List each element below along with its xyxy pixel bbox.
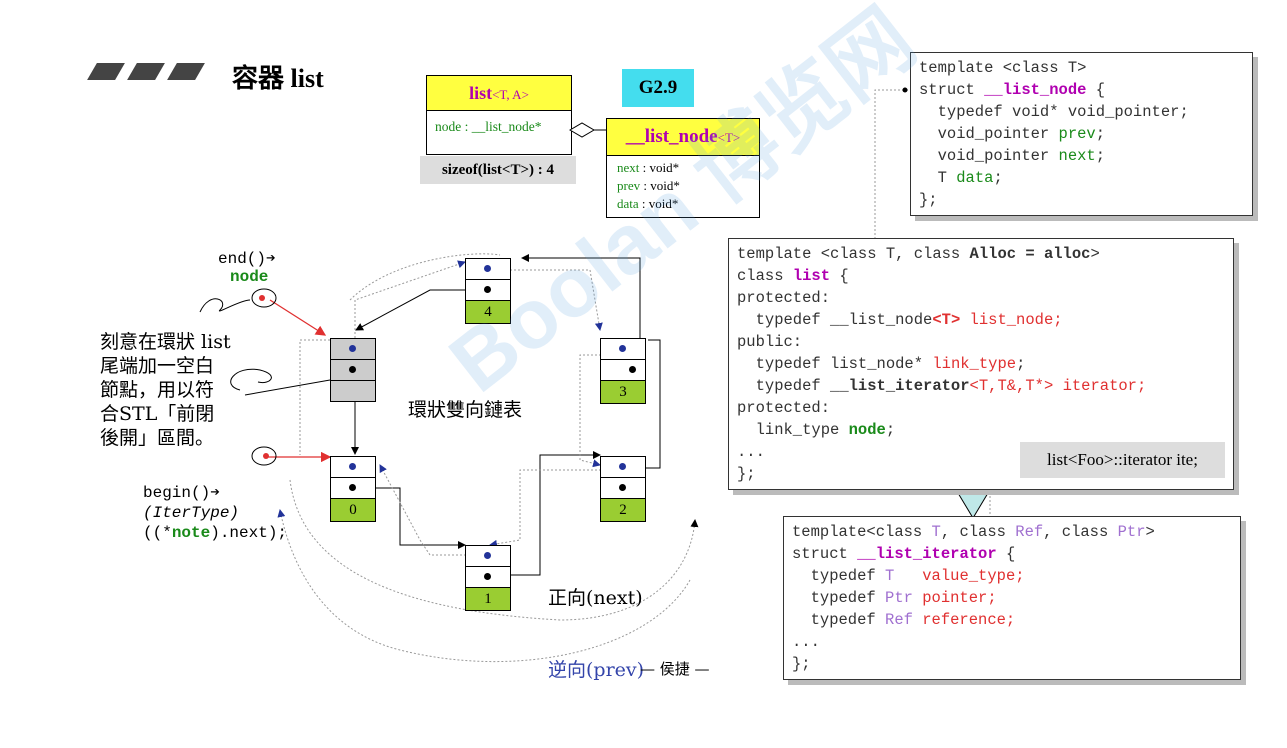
begin-expr: ((*note).next);	[143, 524, 288, 542]
author-label: — 侯捷 —	[640, 660, 710, 678]
note-line: 刻意在環狀 list	[100, 331, 231, 353]
list-node-2: 2	[600, 456, 646, 522]
cloud-icon	[251, 446, 277, 466]
code-list-node: template <class T>struct __list_node { t…	[910, 52, 1253, 216]
node-label: 0	[331, 499, 375, 521]
aggregation-diamond	[569, 122, 595, 138]
node-label: 2	[601, 499, 645, 521]
sizeof-label: sizeof(list<T>) : 4	[420, 156, 576, 184]
sentinel-note: 刻意在環狀 list 尾端加一空白 節點，用以符 合STL「前閉 後開」區間。	[100, 330, 231, 450]
list-node-1: 1	[465, 545, 511, 611]
code-list: template <class T, class Alloc = alloc>c…	[728, 238, 1234, 490]
node-label: 4	[466, 301, 510, 323]
sentinel-node	[330, 338, 376, 402]
end-label: end()➔	[218, 250, 276, 268]
version-badge: G2.9	[622, 69, 694, 107]
list-node-3: 3	[600, 338, 646, 404]
ring-label: 環狀雙向鏈表	[408, 399, 523, 421]
note-line: 節點，用以符	[100, 379, 215, 401]
page-title: 容器 list	[232, 64, 324, 93]
uml-list-class: list<T, A> node : __list_node*	[426, 75, 572, 155]
node-label: 1	[466, 588, 510, 610]
uml-node-class: __list_node<T> next : void* prev : void*…	[606, 118, 760, 218]
forward-label: 正向(next)	[548, 587, 643, 609]
note-line: 合STL「前閉	[100, 403, 215, 425]
note-line: 尾端加一空白	[100, 355, 215, 377]
uml-node-params: <T>	[717, 130, 741, 145]
begin-cast: (IterType)	[143, 504, 240, 522]
uml-list-params: <T, A>	[492, 87, 529, 102]
uml-list-field: node : __list_node*	[435, 119, 542, 134]
code-list-iterator: template<class T, class Ref, class Ptr>s…	[783, 516, 1241, 680]
uml-node-field: next : void*	[617, 160, 680, 175]
backward-label: 逆向(prev)	[548, 659, 645, 681]
begin-expression: begin()➔ (IterType) ((*note).next);	[143, 483, 287, 543]
down-arrow-icon	[957, 492, 989, 519]
end-node-label: node	[230, 268, 269, 286]
list-node-0: 0	[330, 456, 376, 522]
uml-node-field: prev : void*	[617, 178, 680, 193]
uml-node-field: data : void*	[617, 196, 679, 211]
uml-list-name: list	[469, 83, 493, 103]
node-label: 3	[601, 381, 645, 403]
cloud-icon	[251, 288, 277, 308]
uml-node-name: __list_node	[625, 126, 718, 147]
iterator-usage-label: list<Foo>::iterator ite;	[1020, 442, 1225, 478]
begin-label: begin()➔	[143, 484, 220, 502]
list-node-4: 4	[465, 258, 511, 324]
note-line: 後開」區間。	[100, 427, 215, 449]
